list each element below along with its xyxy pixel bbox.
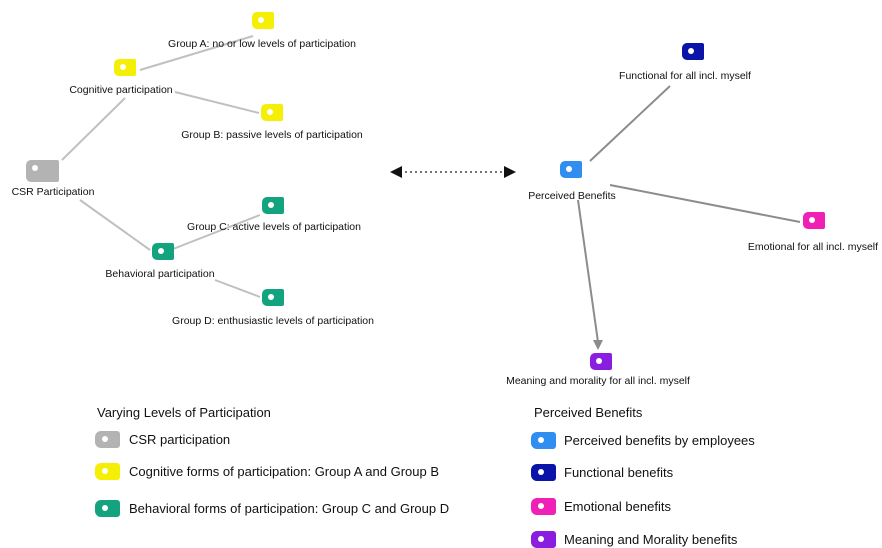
group-b-label: Group B: passive levels of participation <box>181 129 363 141</box>
behavioral-label: Behavioral participation <box>105 268 215 280</box>
legend-behavioral-label: Behavioral forms of participation: Group… <box>129 501 450 516</box>
legend-functional-label: Functional benefits <box>564 465 674 480</box>
edge-behavioral-groupC <box>172 214 261 250</box>
meaning-label: Meaning and morality for all incl. mysel… <box>506 375 690 387</box>
cognitive-label: Cognitive participation <box>69 84 173 96</box>
functional-node-icon <box>682 43 704 60</box>
legend-behavioral-icon <box>95 500 120 517</box>
legend-csr-icon <box>95 431 120 448</box>
legend-cognitive-label: Cognitive forms of participation: Group … <box>129 464 440 479</box>
legend-meaning-label: Meaning and Morality benefits <box>564 532 738 547</box>
group-c-node-icon <box>262 197 284 214</box>
legend-meaning-icon <box>531 531 556 548</box>
group-d-label: Group D: enthusiastic levels of particip… <box>172 315 374 327</box>
group-d-node-icon <box>262 289 284 306</box>
emotional-node-icon <box>803 212 825 229</box>
cognitive-node-icon <box>114 59 136 76</box>
legend-emotional-label: Emotional benefits <box>564 499 671 514</box>
legend-left-title: Varying Levels of Participation <box>97 405 271 420</box>
legend-cognitive-icon <box>95 463 120 480</box>
perceived-node-icon <box>560 161 582 178</box>
arrowhead-meaning <box>593 340 603 350</box>
edge-cognitive-groupB <box>174 91 260 114</box>
bidirectional-dotted-arrow <box>390 166 516 178</box>
group-a-label: Group A: no or low levels of participati… <box>168 38 356 50</box>
perceived-label: Perceived Benefits <box>528 190 616 202</box>
meaning-node-icon <box>590 353 612 370</box>
csr-node-icon <box>26 160 59 182</box>
edge-perceived-meaning <box>577 199 599 343</box>
emotional-label: Emotional for all incl. myself <box>747 241 879 253</box>
legend-right-title: Perceived Benefits <box>534 405 643 420</box>
group-a-node-icon <box>252 12 274 29</box>
edge-perceived-functional <box>589 85 671 162</box>
edge-behavioral-groupD <box>214 279 261 298</box>
legend-emotional-icon <box>531 498 556 515</box>
edge-cognitive-groupA <box>139 35 254 71</box>
edge-csr-behavioral <box>79 199 151 251</box>
legend-perceived-label: Perceived benefits by employees <box>564 433 755 448</box>
behavioral-node-icon <box>152 243 174 260</box>
edge-csr-cognitive <box>61 97 126 161</box>
legend-functional-icon <box>531 464 556 481</box>
functional-label: Functional for all incl. myself <box>619 70 751 82</box>
group-c-label: Group C: active levels of participation <box>187 221 361 233</box>
csr-label: CSR Participation <box>11 186 95 198</box>
edge-perceived-emotional <box>609 184 801 223</box>
group-b-node-icon <box>261 104 283 121</box>
legend-csr-label: CSR participation <box>129 432 231 447</box>
legend-perceived-icon <box>531 432 556 449</box>
